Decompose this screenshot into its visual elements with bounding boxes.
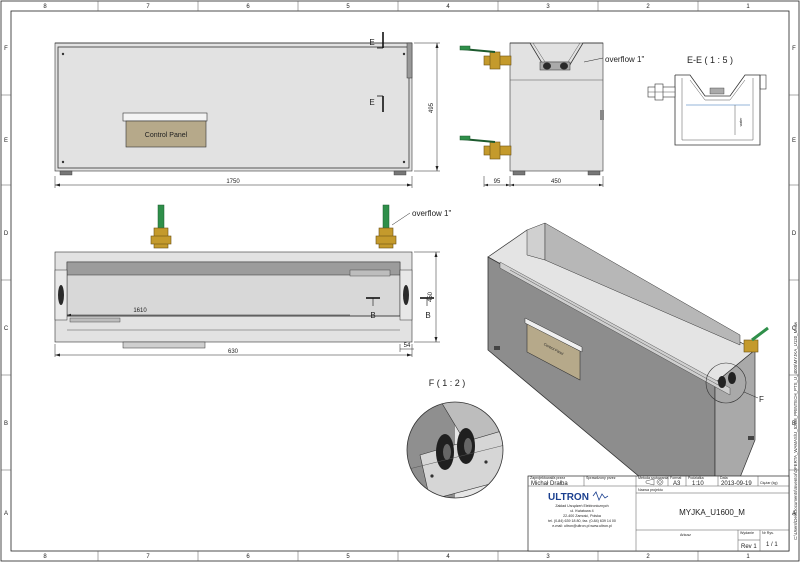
section-e-e-title: E-E ( 1 : 5 ) (687, 55, 733, 65)
side-dimension-95: 95 (494, 179, 501, 185)
format-label: Format (670, 476, 681, 480)
col-label-4-bottom: 4 (446, 554, 450, 560)
col-label-3: 3 (546, 4, 550, 10)
title-block: Zaprojektował/a przez Michał Drałba Spra… (527, 475, 790, 552)
revision-value: Rev 1 (741, 544, 757, 550)
revision-label: Wydanie (740, 531, 754, 535)
col-label-8-bottom: 8 (43, 554, 47, 560)
row-label-a-right: A (792, 511, 796, 517)
prepared-by-label: Zaprojektował/a przez (530, 476, 565, 480)
detail-f-mark: F (759, 395, 764, 404)
row-label-b-right: B (792, 421, 796, 427)
row-label-e-right: E (792, 138, 796, 144)
date-value: 2013-09-19 (721, 481, 752, 487)
side-view: overflow 1" 95 450 (459, 42, 644, 187)
col-label-6-bottom: 6 (246, 554, 250, 560)
company-line-4: tel. (0-84) 639 18 80, fax. (0-84) 639 1… (548, 519, 616, 523)
drawing-name: MYJKA_U1600_M (679, 508, 745, 517)
prepared-by-name: Michał Drałba (531, 481, 568, 487)
date-label: Data (720, 476, 728, 480)
scale-label: Podziałka (688, 476, 704, 480)
front-width-dimension: 1750 (226, 179, 240, 185)
file-path: C:\Users\Dell\Documents\Inventor\OFERTA_… (793, 321, 798, 540)
row-label-b: B (4, 421, 8, 427)
top-valve-right (375, 204, 397, 249)
sheet-label: Arkusz (680, 533, 691, 537)
col-label-8: 8 (43, 4, 47, 10)
section-mark-top: E (369, 38, 374, 47)
weight-label: Ciężar (kg) (760, 481, 778, 485)
top-valve-left (150, 204, 172, 249)
detail-f-view: F ( 1 : 2 ) (406, 378, 504, 499)
row-label-c-right: C (792, 326, 797, 332)
col-label-3-bottom: 3 (546, 554, 550, 560)
side-dimension-450: 450 (551, 179, 562, 185)
front-foot-right (393, 170, 407, 176)
top-small-dimension: 54 (404, 343, 411, 349)
project-name-label: Nazwa projektu (638, 488, 663, 492)
control-panel-label: Control Panel (145, 132, 188, 139)
col-label-2: 2 (646, 4, 650, 10)
top-inner-dimension: 1610 (133, 308, 147, 314)
top-height-dimension: 450 (428, 291, 434, 302)
row-label-a: A (4, 511, 8, 517)
col-label-2-bottom: 2 (646, 554, 650, 560)
projection-symbol-icon (645, 478, 664, 486)
control-panel-plate (125, 120, 207, 148)
col-label-5: 5 (346, 4, 350, 10)
svg-text:ULTRON: ULTRON (548, 492, 589, 503)
front-view-outer-frame (54, 42, 413, 172)
sheet-number: 1 / 1 (766, 542, 778, 548)
company-line-1: Zakład Urządzeń Elektronicznych (555, 504, 608, 508)
top-width-dimension: 630 (228, 349, 239, 355)
scale-value: 1:10 (692, 481, 704, 487)
water-level-label: water (739, 117, 743, 127)
col-label-7-bottom: 7 (146, 554, 150, 560)
top-overflow-label: overflow 1" (412, 209, 451, 218)
iso-valve (743, 339, 759, 353)
section-mark-bottom: E (369, 98, 374, 107)
col-label-4: 4 (446, 4, 450, 10)
row-label-c: C (4, 326, 9, 332)
section-mark-b-left: B (370, 311, 375, 320)
row-label-f: F (4, 46, 8, 52)
projection-method-label: Metoda rzutowania (638, 476, 668, 480)
section-mark-b-right: B (425, 311, 430, 320)
top-view: overflow 1" B B 1610 630 450 54 (54, 204, 451, 357)
row-label-d-right: D (792, 231, 797, 237)
company-line-5: e-mail: ultron@ultron.pl www.ultron.pl (552, 524, 612, 528)
row-label-d: D (4, 231, 9, 237)
front-height-dimension: 495 (429, 102, 435, 113)
col-label-6: 6 (246, 4, 250, 10)
row-label-f-right: F (792, 46, 796, 52)
drawing-no-label: Nr Rys. (762, 531, 774, 535)
col-label-5-bottom: 5 (346, 554, 350, 560)
detail-f-marker (705, 362, 747, 404)
isometric-view: Control Panel F (487, 222, 769, 541)
company-line-2: ul. Kwiatowa 4 (570, 509, 593, 513)
side-drain-valve (459, 135, 512, 160)
col-label-1: 1 (746, 4, 750, 10)
side-overflow-label: overflow 1" (605, 55, 644, 64)
col-label-7: 7 (146, 4, 150, 10)
col-label-1-bottom: 1 (746, 554, 750, 560)
company-logo: ULTRON (548, 491, 609, 503)
front-foot-left (59, 170, 73, 176)
row-label-e: E (4, 138, 8, 144)
side-overflow-valve (459, 45, 512, 70)
company-line-3: 22-400 Zamość, Polska (563, 514, 601, 518)
detail-f-title: F ( 1 : 2 ) (429, 378, 466, 388)
approved-by-label: Sprawdzony przez (586, 476, 616, 480)
format-value: A3 (673, 481, 681, 487)
section-e-e-view: E-E ( 1 : 5 ) water (647, 55, 767, 146)
front-view: Control Panel E E 1750 495 (54, 32, 440, 188)
